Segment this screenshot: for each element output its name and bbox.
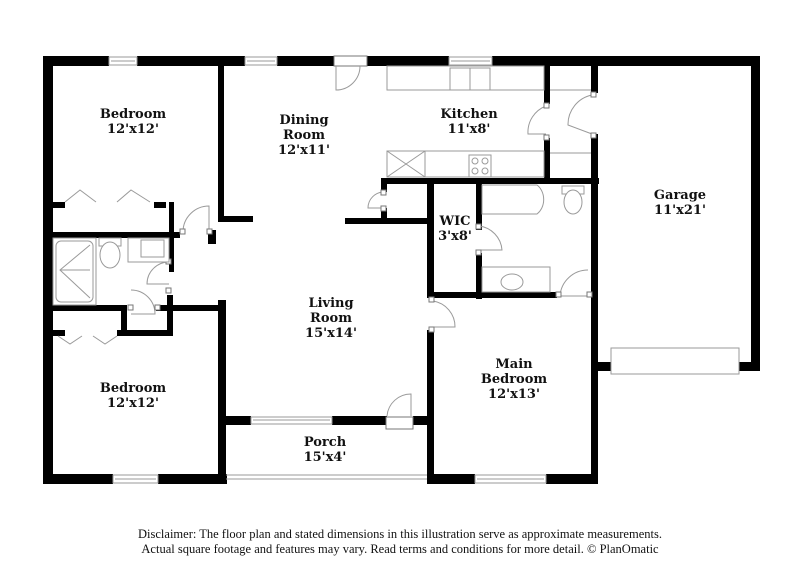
room-dimensions: 15'x14' [305,326,357,341]
room-label-garage: Garage 11'x21' [654,188,706,218]
room-name: WIC [439,214,471,229]
room-label-porch: Porch 15'x4' [304,435,347,465]
room-dimensions: 11'x21' [654,203,706,218]
room-name: Garage [653,188,707,203]
room-label-wic: WIC 3'x8' [438,214,472,244]
room-name: Room [283,128,325,143]
interior-walls [53,66,599,336]
room-dimensions: 3'x8' [438,229,472,244]
room-dimensions: 15'x4' [303,450,347,465]
room-name: Main [495,357,533,372]
room-label-living-room: Living Room 15'x14' [305,296,357,341]
doors [57,55,597,430]
room-name: Bedroom [99,381,167,396]
disclaimer: Disclaimer: The floor plan and stated di… [0,527,800,557]
room-name: Dining [279,113,329,128]
fixtures [52,65,591,306]
room-dimensions: 12'x11' [278,143,330,158]
room-label-bedroom-1: Bedroom 12'x12' [100,107,166,137]
room-name: Kitchen [440,107,498,122]
room-label-dining-room: Dining Room 12'x11' [278,113,330,158]
room-name: Porch [303,435,347,450]
room-name: Bedroom [480,372,548,387]
disclaimer-line-2: Actual square footage and features may v… [141,542,659,556]
room-dimensions: 11'x8' [447,122,491,137]
room-dimensions: 12'x12' [107,396,159,411]
room-name: Living [308,296,354,311]
outer-walls [43,56,760,484]
room-label-kitchen: Kitchen 11'x8' [440,107,497,137]
room-dimensions: 12'x13' [488,387,540,402]
disclaimer-line-1: Disclaimer: The floor plan and stated di… [138,527,662,541]
room-name: Bedroom [99,107,167,122]
room-dimensions: 12'x12' [107,122,159,137]
room-name: Room [310,311,352,326]
room-label-main-bedroom: Main Bedroom 12'x13' [481,357,547,402]
windows [108,56,740,484]
room-label-bedroom-2: Bedroom 12'x12' [100,381,166,411]
